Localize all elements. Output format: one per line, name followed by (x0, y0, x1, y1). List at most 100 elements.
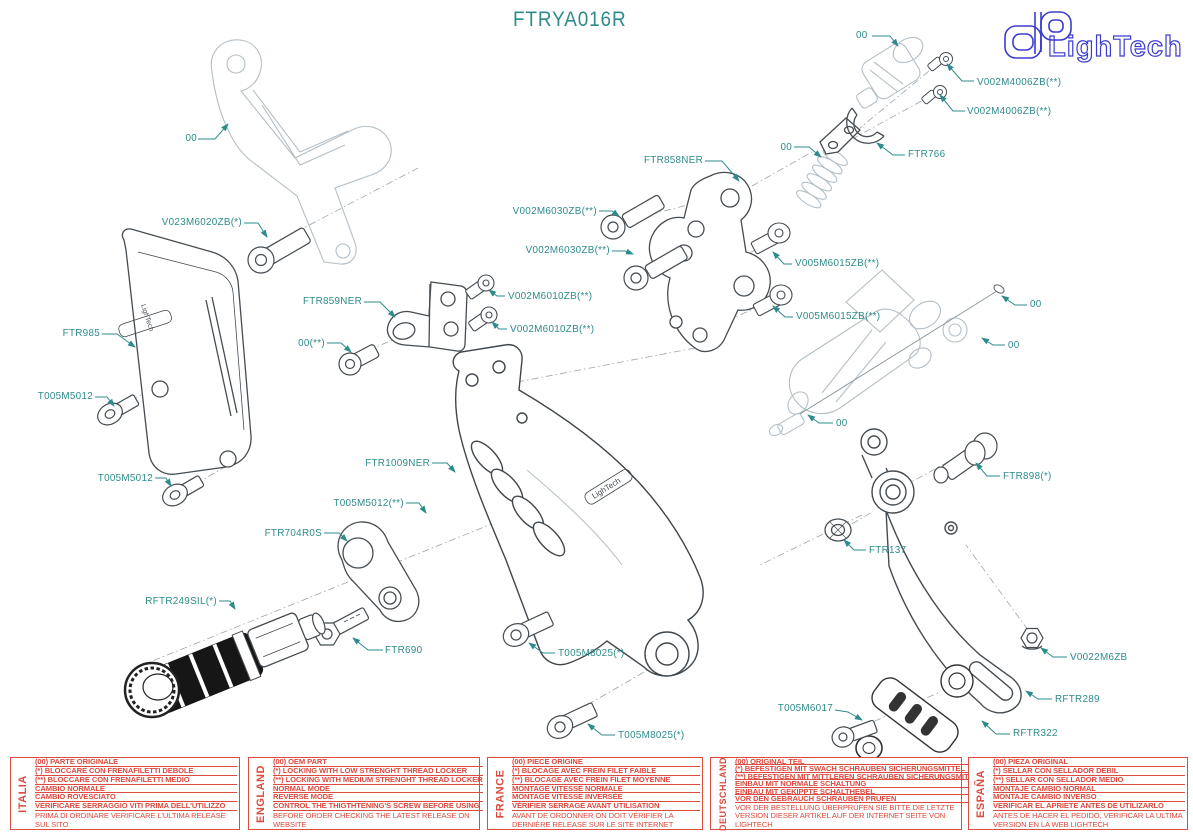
part-label-v002m6030zb-1: V002M6030ZB(**) (512, 205, 597, 217)
part-ftr704r0s (337, 521, 420, 623)
screw-t005m6017 (831, 719, 878, 748)
lightech-logo-art: LighTech (1004, 11, 1183, 64)
page-title: FTRYA016R (513, 8, 627, 31)
part-label-00-spring: 00 (780, 141, 792, 153)
note-row: (00) PIEZA ORIGINAL (993, 758, 1185, 767)
note-row: VERIFICAR EL APRIETE ANTES DE UTILIZARLO (993, 802, 1185, 812)
note-row: CAMBIO ROVESCIATO (35, 793, 237, 803)
note-row: (**) SELLAR CON SELLADOR MEDIO (993, 776, 1185, 785)
note-footer: PRIMA DI ORDINARE VERIFICARE L'ULTIMA RE… (35, 811, 226, 829)
language-label-england: ENGLAND (255, 764, 268, 823)
language-label-deutschland: DEUTSCHLAND (718, 756, 728, 831)
note-row: (00) PARTE ORIGINALE (35, 758, 237, 767)
note-row: (**) LOCKING WITH MEDIUM STRENGHT THREAD… (273, 775, 483, 785)
notes-panel-italia: ITALIA (00) PARTE ORIGINALE (*) BLOCCARE… (10, 757, 240, 830)
screw-t005m8025-2 (546, 702, 598, 739)
notes-panel-england: ENGLAND (00) OEM PART (*) LOCKING WITH L… (248, 757, 483, 830)
note-row: MONTAJE CAMBIO INVERSO (993, 793, 1185, 803)
part-label-00-cylinder: 00 (1008, 339, 1020, 351)
note-row: CONTROL THE THIGTHTENING'S SCREW BEFORE … (273, 802, 483, 812)
part-rftr322-toepeg (855, 664, 974, 761)
part-ftr766-clamp (819, 107, 885, 155)
lightech-monogram-icon (1004, 11, 1072, 59)
language-label-espana: ESPAÑA (975, 769, 987, 818)
part-ftr137-washer (824, 518, 852, 542)
note-row: MONTAGE VITESSE NORMALE (512, 785, 700, 794)
part-ftr1009ner-plate (452, 343, 704, 677)
note-row: (**) BEFESTIGEN MIT MITTLEREN SCHRAUBEN … (735, 772, 983, 781)
screw-v002m6030zb-2 (623, 245, 688, 291)
part-label-ftr858ner: FTR858NER (643, 154, 703, 166)
part-label-ftr985: FTR985 (62, 327, 100, 339)
part-label-t005m8025-1: T005M8025(*) (558, 647, 625, 659)
note-row: CAMBIO NORMALE (35, 785, 237, 794)
part-label-ftr898: FTR898(*) (1003, 470, 1052, 482)
note-row: VERIFICARE SERRAGGIO VITI PRIMA DELL'UTI… (35, 802, 237, 812)
oem-bracket-top-left (210, 39, 392, 265)
part-label-rftr289: RFTR289 (1055, 693, 1100, 705)
part-label-v002m6010zb-2: V002M6010ZB(**) (510, 323, 595, 335)
lightech-logo-text: LighTech (1048, 31, 1183, 63)
part-label-ftr766: FTR766 (908, 148, 946, 160)
part-ftr859ner (386, 281, 468, 352)
part-label-ftr1009ner: FTR1009NER (365, 457, 430, 469)
screw-v005m6015zb-2 (752, 284, 793, 317)
part-label-v023m6020zb: V023M6020ZB(*) (161, 216, 242, 228)
screw-v023m6020zb (247, 227, 311, 274)
note-row: (00) PIECE ORIGINE (512, 758, 700, 767)
part-rftr249sil-footpeg (123, 612, 326, 719)
note-row: (*) SELLAR CON SELLADOR DEBIL (993, 767, 1185, 776)
part-rftr289-lever (860, 428, 1022, 714)
note-row: NORMAL MODE (273, 785, 483, 794)
screw-v002m6010zb-2 (468, 306, 498, 332)
part-ftr898-pin (933, 432, 998, 484)
part-label-t005m5012-ss: T005M5012(**) (333, 497, 404, 509)
part-label-ftr690: FTR690 (385, 644, 423, 656)
part-label-v0022m6zb: V0022M6ZB (1070, 651, 1128, 663)
screw-v002m4006zb-1 (927, 52, 953, 72)
screw-t005m5012-1 (97, 394, 140, 426)
oem-pushrod (799, 284, 1005, 415)
lightech-logo: LighTech (980, 6, 1185, 69)
note-row: (*) LOCKING WITH LOW STRENGHT THREAD LOC… (273, 767, 483, 776)
note-row: EINBAU MIT GEKIPPTE SCHALTHEBEL (735, 788, 983, 796)
part-label-v002m6010zb-1: V002M6010ZB(**) (508, 290, 593, 302)
note-row: (00) ORIGINAL TEIL (735, 758, 983, 766)
note-row: REVERSE MODE (273, 793, 483, 803)
oem-spring (796, 147, 848, 209)
part-v0022m6zb-nut (1020, 627, 1044, 650)
part-label-t005m5012-1: T005M5012 (37, 390, 93, 402)
note-footer: ANTES DE HACER EL PEDIDO, VERIFICAR LA U… (993, 811, 1183, 829)
oem-rear-master-cylinder (768, 269, 968, 437)
part-label-t005m8025-2: T005M8025(*) (618, 729, 685, 741)
part-label-00-rod-tip: 00 (1030, 298, 1042, 310)
note-footer: BEFORE ORDER CHECKING THE LATEST RELEASE… (273, 811, 470, 829)
part-label-00-cylinder-top: 00 (856, 29, 868, 41)
part-label-v002m4006zb-1: V002M4006ZB(**) (977, 76, 1062, 88)
part-label-t005m6017: T005M6017 (777, 702, 833, 714)
part-label-00-bracket: 00 (185, 132, 197, 144)
note-row: VÉRIFIER SERRAGE AVANT UTILISATION (512, 802, 700, 812)
notes-panel-deutschland: DEUTSCHLAND (00) ORIGINAL TEIL (*) BEFES… (710, 756, 983, 831)
screw-v002m6010zb-1 (465, 274, 495, 300)
oem-master-cylinder-top (856, 36, 924, 109)
part-label-v002m6030zb-2: V002M6030ZB(**) (525, 244, 610, 256)
part-label-00-starstar: 00(**) (298, 337, 325, 349)
notes-panel-espana: ESPAÑA (00) PIEZA ORIGINAL (*) SELLAR CO… (968, 757, 1188, 830)
note-row: (**) BLOCAGE AVEC FREIN FILET MOYENNE (512, 776, 700, 785)
part-label-t005m5012-2: T005M5012 (97, 472, 153, 484)
note-row: (**) BLOCCARE CON FRENAFILETTI MEDIO (35, 776, 237, 785)
part-label-00-rod-end: 00 (836, 417, 848, 429)
note-footer: AVANT DE ORDONNER ON DOIT VÉRIFIER LA DE… (512, 811, 674, 829)
screw-v002m6030zb-1 (600, 194, 665, 240)
screw-t005m8025-1 (502, 611, 554, 647)
screw-t005m5012-2 (162, 475, 205, 507)
note-row: (*) BEFESTIGEN MIT SWACH SCHRAUBEN SICHE… (735, 765, 983, 773)
part-label-ftr137: FTR137 (869, 544, 907, 556)
note-row: (00) OEM PART (273, 758, 483, 767)
part-label-v005m6015zb-1: V005M6015ZB(**) (795, 257, 880, 269)
notes-panel-france: FRANCE (00) PIECE ORIGINE (*) BLOCAGE AV… (487, 757, 703, 830)
part-ftr985-heel-plate (118, 228, 252, 475)
